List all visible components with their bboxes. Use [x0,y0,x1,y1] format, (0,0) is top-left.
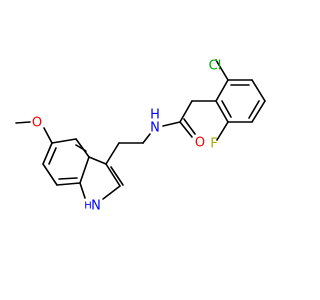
fluorine-label: F [210,137,217,152]
atom-label-fluorine: F [210,137,217,152]
bond-methylene-carbonyl [179,100,193,123]
chlorine-label: Cl [209,59,222,74]
bond-ring-a-3 [251,100,266,123]
amide-nitrogen-label: N [150,121,160,136]
bond-chain-indole [105,142,120,165]
bond-ring-chlorine [215,59,229,81]
bond-pyrrole-1-inner [110,166,124,186]
bond-carbonyl-oxygen-1 [179,121,193,138]
amide-oxygen-label: O [195,136,205,151]
bond-ring-fluorine [216,121,229,141]
bond-methoxy-methyl [15,121,31,124]
bond-pyrrole-1 [105,163,121,187]
bond-benzo-1-inner [75,144,87,152]
atom-label-amide-oxygen: O [195,136,205,151]
bond-benzo-3 [42,142,53,165]
indole-nitrogen-hydrogen-label: H [84,201,92,212]
bond-carbonyl-nitrogen [162,121,181,127]
bond-nitrogen-chain [142,133,151,144]
methoxy-oxygen-label: O [32,116,42,131]
molecule-structure-diagram: Cl F O N H O H N [15,59,266,214]
bond-benzo-4 [42,163,58,186]
atom-label-chlorine: Cl [209,59,222,74]
indole-nitrogen-label: N [91,199,101,214]
bond-ring-a-6 [215,79,229,102]
bond-pyrrole-3 [79,182,86,199]
atom-label-methoxy-oxygen: O [32,116,42,131]
bond-benzo-methoxy-oxygen [43,127,53,144]
bond-pyrrole-2 [102,185,121,200]
bond-benzo-2 [51,138,77,144]
bond-pyrrole-4 [79,156,90,184]
atom-label-indole-nitrogen: H N [84,199,101,214]
bond-carbonyl-oxygen-2 [183,118,196,135]
atom-label-amide-nitrogen: N H [150,108,160,136]
bond-benzo-3-inner [48,147,57,165]
amide-nitrogen-hydrogen-label: H [150,108,160,123]
bond-ring-a-2 [251,79,266,102]
bond-benzo-5-inner [58,177,78,180]
bond-pyrrole-5 [88,156,107,165]
bond-ring-a-5-inner [221,100,232,118]
bond-lines [15,59,266,200]
bond-benzo-5 [56,182,81,186]
bond-ring-a-5 [215,100,229,123]
bond-ring-a-3-inner [248,100,260,119]
